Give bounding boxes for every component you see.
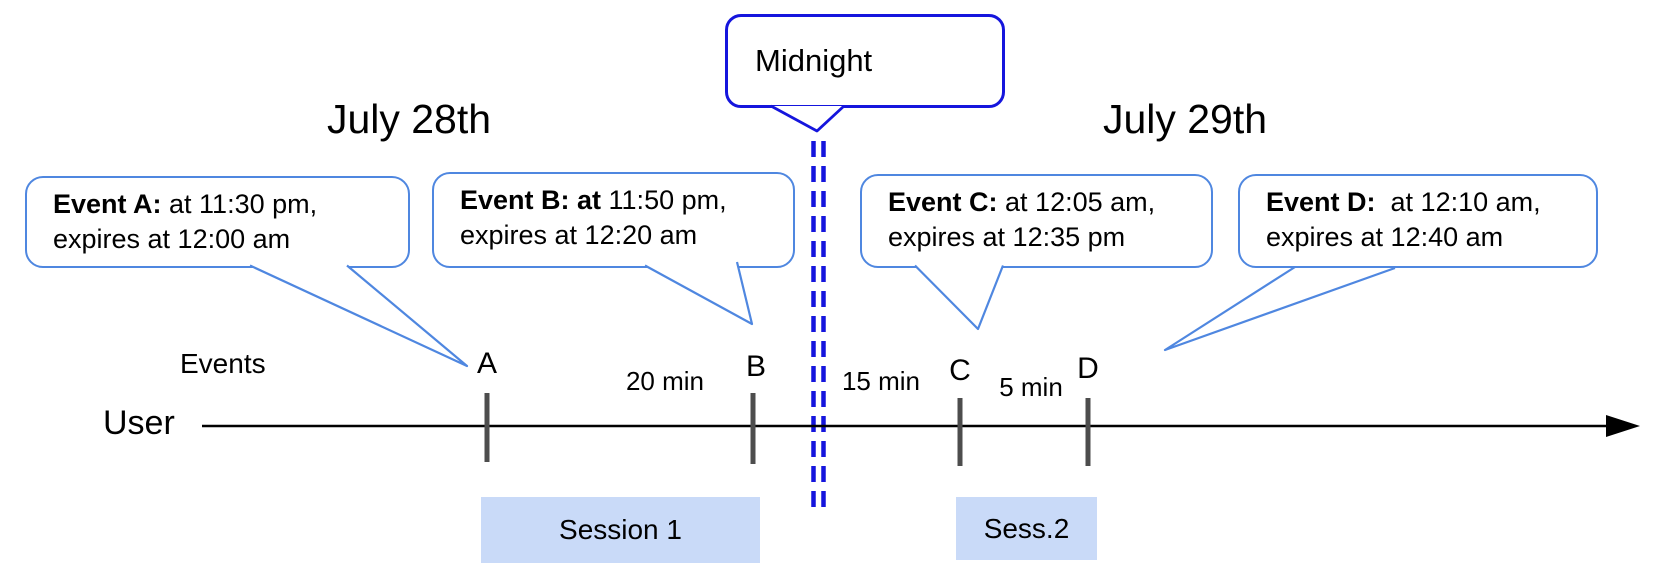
event-b-callout-tail [644,261,754,326]
event-b-callout-title: Event B: at [460,185,602,215]
event-d-callout-line2: expires at 12:40 am [1266,222,1504,252]
event-a-callout: Event A: at 11:30 pm, expires at 12:00 a… [25,176,410,268]
event-a-callout-line1: Event A: at 11:30 pm, [53,187,394,222]
session-2-label: Sess.2 [983,512,1070,544]
event-c-callout-line2: expires at 12:35 pm [888,222,1126,252]
event-c-callout: Event C: at 12:05 am, expires at 12:35 p… [860,174,1213,268]
interval-label-20min: 20 min [625,366,705,396]
event-a-callout-time: at 11:30 pm, [161,189,318,219]
event-b-callout-time: 11:50 pm, [601,185,727,215]
session-1-label: Session 1 [559,514,682,545]
date-title-july-29: July 29th [1102,96,1268,142]
midnight-callout-tail [770,104,845,133]
session-1-box: Session 1 [481,497,760,563]
event-a-tick-label: A [476,347,497,380]
interval-label-15min: 15 min [841,366,921,396]
session-2-box: Sess.2 [956,497,1097,560]
events-axis-label: Events [180,348,266,379]
midnight-callout-label: Midnight [755,43,873,78]
user-axis-label: User [103,404,175,442]
event-b-callout-line1: Event B: at 11:50 pm, [460,183,779,218]
midnight-callout: Midnight [725,14,1005,108]
event-c-callout-tail [914,264,1005,331]
event-a-callout-line2: expires at 12:00 am [53,224,291,254]
event-d-callout-line1: Event D: at 12:10 am, [1266,185,1582,220]
event-d-callout-time: at 12:10 am, [1375,187,1541,217]
event-c-tick-label: C [949,354,971,387]
event-d-callout-title: Event D: [1266,187,1376,217]
event-d-callout: Event D: at 12:10 am, expires at 12:40 a… [1238,174,1598,268]
interval-label-5min: 5 min [999,372,1063,402]
event-c-callout-time: at 12:05 am, [997,187,1156,217]
event-d-tick-label: D [1077,352,1099,385]
event-a-callout-title: Event A: [53,189,162,219]
event-d-callout-tail [1163,266,1396,352]
event-b-callout-line2: expires at 12:20 am [460,220,698,250]
date-title-july-28: July 28th [326,96,492,142]
event-c-callout-title: Event C: [888,187,998,217]
event-b-callout: Event B: at 11:50 pm, expires at 12:20 a… [432,172,795,268]
timeline-arrowhead-icon [1606,415,1640,437]
event-b-tick-label: B [745,350,766,383]
event-c-callout-line1: Event C: at 12:05 am, [888,185,1197,220]
